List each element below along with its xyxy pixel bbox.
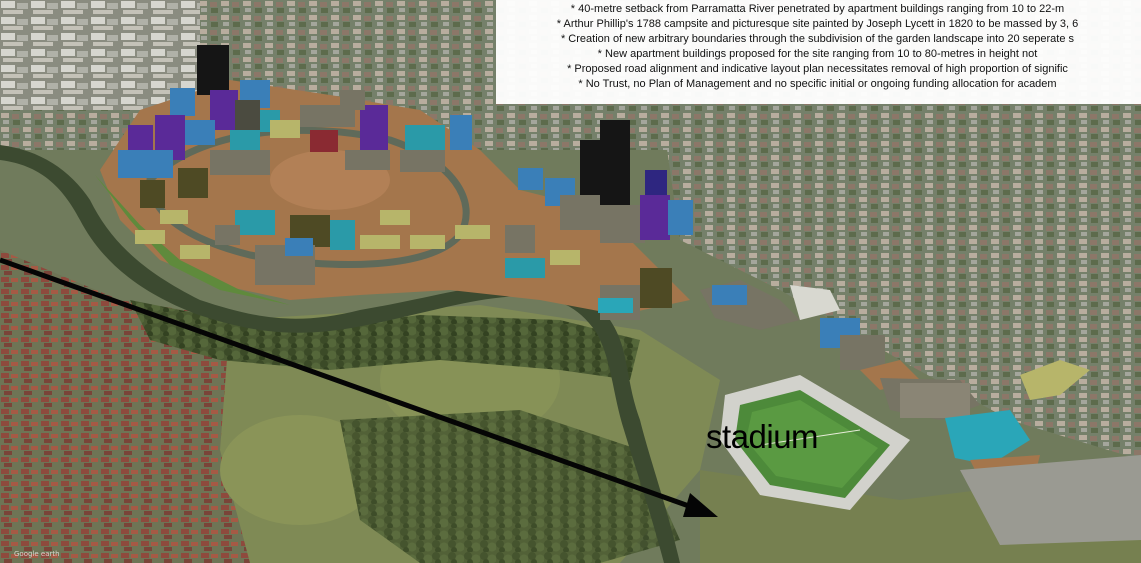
parramatta-river [0,145,680,563]
tree-belt [130,300,640,380]
caption-line: * Proposed road alignment and indicative… [567,63,1068,75]
caption-line: * 40-metre setback from Parramatta River… [570,3,1065,15]
car-park [960,455,1141,545]
tree-cluster-bottom [340,410,680,563]
oval-field [220,415,380,525]
caption-line: * No Trust, no Plan of Management and no… [578,78,1057,90]
suburb-right [660,95,1141,460]
proposed-buildings-left [118,45,580,285]
annotation-arrow-head [683,493,718,517]
stadium-label: stadium [706,418,819,455]
caption-line: * Creation of new arbitrary boundaries t… [560,33,1075,45]
map-credit: Google earth [14,550,60,558]
annotation-arrow-line [0,257,701,513]
stadium-structure [720,375,910,510]
suburb-bottom-left [0,410,280,563]
caption-box: * 40-metre setback from Parramatta River… [496,0,1141,104]
industrial-area [0,0,200,110]
proposed-buildings-right [518,120,693,320]
caption-line: * Arthur Phillip's 1788 campsite and pic… [556,18,1079,30]
caption-line: * New apartment buildings proposed for t… [597,48,1038,60]
